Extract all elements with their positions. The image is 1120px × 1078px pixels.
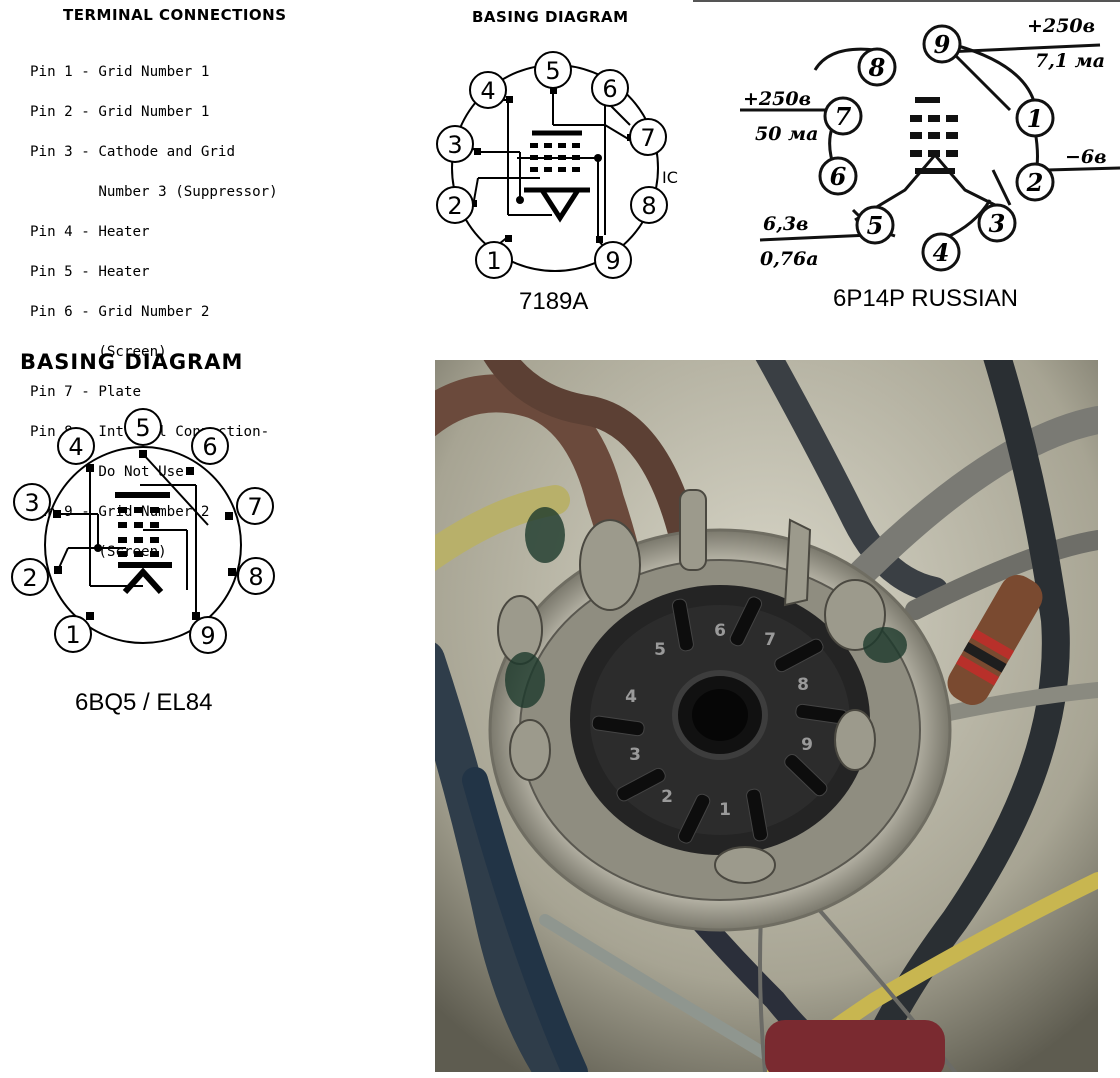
- pin-6-label: 6: [202, 433, 217, 461]
- socket-number-8: 8: [797, 675, 809, 695]
- pin-9-label: 9: [934, 30, 951, 59]
- pin7-current-label: 50 ма: [755, 123, 818, 145]
- pin-1-label: 1: [486, 247, 501, 275]
- basing-diagram-6bq5: 1 2 3 4 5 6 7 8 9: [11, 408, 275, 654]
- list-item: Pin 2 - Grid Number 1: [30, 104, 210, 120]
- ic-label: IC: [662, 168, 678, 187]
- caption-6bq5: 6BQ5 / EL84: [75, 689, 213, 716]
- pin2-voltage-label: −6в: [1065, 146, 1107, 168]
- list-item: Do Not Use: [30, 464, 184, 480]
- list-item: Number 3 (Suppressor): [30, 184, 278, 200]
- pin-4-label: 4: [933, 238, 950, 267]
- pin7-voltage-label: +250в: [743, 88, 811, 110]
- pin-5-label: 5: [545, 57, 560, 85]
- socket-number-2: 2: [661, 787, 673, 807]
- terminal-connections-title: TERMINAL CONNECTIONS: [63, 6, 287, 24]
- pin-3-label: 3: [24, 489, 39, 517]
- pin-3-label: 3: [989, 209, 1006, 238]
- socket-number-5: 5: [654, 640, 666, 660]
- top-rule: [693, 0, 1120, 2]
- pin-1-label: 1: [65, 621, 80, 649]
- list-item: Pin 4 - Heater: [30, 224, 150, 240]
- pin-8-label: 8: [641, 192, 656, 220]
- caption-6p14p: 6P14P RUSSIAN: [833, 285, 1018, 312]
- socket-number-3: 3: [629, 745, 641, 765]
- pin-9-label: 9: [200, 622, 215, 650]
- pin-8-label: 8: [248, 563, 263, 591]
- pin-2-label: 2: [1026, 168, 1044, 197]
- heater-voltage-label: 6,3в: [763, 213, 809, 235]
- heater-current-label: 0,76а: [760, 248, 819, 270]
- pin-4-label: 4: [68, 433, 83, 461]
- pin-6-label: 6: [830, 162, 847, 191]
- caption-7189a: 7189A: [519, 288, 589, 315]
- list-item: Pin 3 - Cathode and Grid: [30, 144, 235, 160]
- pin-4-label: 4: [480, 77, 495, 105]
- pin9-voltage-label: +250в: [1027, 15, 1095, 37]
- basing-diagram-6bq5-title: BASING DIAGRAM: [20, 350, 244, 374]
- socket-photo: 1 2 3 4 5 6 7 8 9: [435, 360, 1098, 1072]
- pin-5-label: 5: [135, 414, 150, 442]
- list-item: Pin 7 - Plate: [30, 384, 142, 400]
- pin-2-label: 2: [447, 192, 462, 220]
- tube-envelope: [44, 446, 242, 644]
- pin-2-label: 2: [22, 564, 37, 592]
- pin-8-label: 8: [868, 53, 886, 82]
- list-item: Pin 1 - Grid Number 1: [30, 64, 210, 80]
- pin9-current-label: 7,1 ма: [1035, 50, 1105, 72]
- socket-number-6: 6: [714, 621, 726, 641]
- basing-diagram-7189a: 1 2 3 4 5 6 7 8 9 IC: [436, 51, 678, 279]
- pin-9-label: 9: [605, 247, 620, 275]
- list-item: Pin 6 - Grid Number 2: [30, 304, 210, 320]
- pin-1-label: 1: [1027, 104, 1044, 133]
- socket-number-9: 9: [801, 735, 813, 755]
- socket-number-4: 4: [625, 687, 637, 707]
- pin-7-label: 7: [835, 102, 852, 131]
- socket-number-7: 7: [764, 630, 776, 650]
- basing-diagram-6p14p: 1 2 3 4 5 6 7 8 9 +250в 7,1 ма +250в 50 …: [740, 15, 1120, 272]
- list-item: (Screen): [30, 344, 167, 360]
- pin-3-label: 3: [447, 131, 462, 159]
- pin-6-label: 6: [602, 75, 617, 103]
- pin-7-label: 7: [247, 493, 262, 521]
- socket-number-1: 1: [719, 800, 731, 820]
- pin-7-label: 7: [640, 124, 655, 152]
- basing-diagram-7189a-title: BASING DIAGRAM: [472, 8, 629, 26]
- pin-5-label: 5: [867, 211, 884, 240]
- list-item: Pin 5 - Heater: [30, 264, 150, 280]
